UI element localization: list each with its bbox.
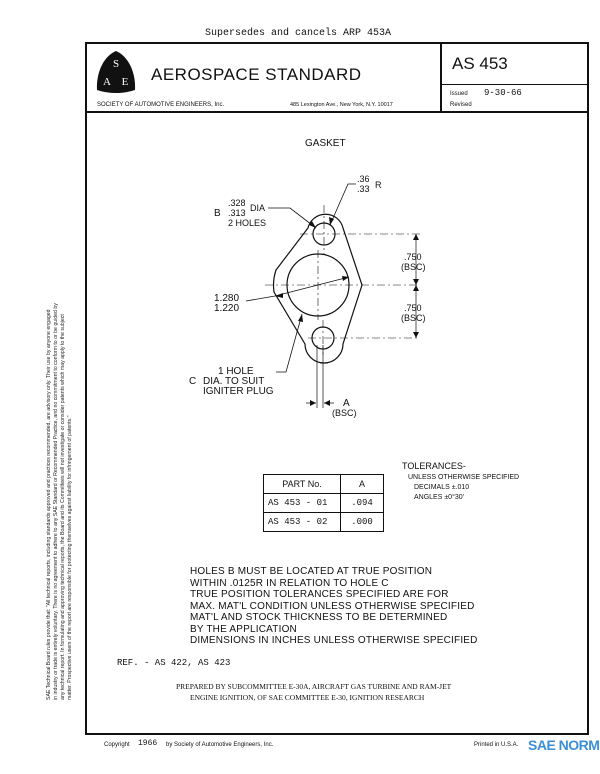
note-line: MAX. MAT'L CONDITION UNLESS OTHERWISE SP… — [190, 600, 475, 612]
header-divider-docnum — [440, 84, 589, 85]
hole-c-count: 1 HOLE — [218, 366, 254, 377]
copyright-holder: by Society of Automotive Engineers, Inc. — [166, 742, 274, 748]
table-row: AS 453 - 01 .094 — [263, 493, 384, 513]
copyright-label: Copyright — [104, 742, 130, 748]
hole-b-count: 2 HOLES — [228, 218, 267, 228]
prepared-by-line2: ENGINE IGNITION, OF SAE COMMITTEE E-30, … — [190, 693, 425, 702]
offset-a-label: A — [343, 398, 350, 409]
disclaimer-line: in industry or trade is entirely volunta… — [53, 303, 59, 700]
hole-c-dia: DIA. TO SUIT — [203, 376, 265, 387]
document-frame — [85, 42, 589, 735]
tolerances-decimals: DECIMALS ±.010 — [414, 484, 470, 491]
header-divider-vertical — [440, 42, 442, 112]
copyright-year: 1966 — [138, 739, 158, 748]
spacing-2-value: .750 — [404, 303, 422, 313]
sae-norm-watermark: SAE NORM — [528, 737, 600, 753]
hole-b-dia-top: .328 — [228, 198, 246, 208]
tolerances-title: TOLERANCES- — [402, 461, 466, 471]
society-name: SOCIETY OF AUTOMOTIVE ENGINEERS, Inc. — [97, 102, 225, 108]
part-a-value: .000 — [340, 512, 384, 532]
printed-in: Printed in U.S.A. — [474, 742, 519, 748]
note-line: TRUE POSITION TOLERANCES SPECIFIED ARE F… — [190, 589, 449, 600]
revised-label: Revised — [450, 102, 472, 108]
hole-c-letter: C — [189, 376, 197, 387]
svg-text:S: S — [113, 58, 119, 70]
disclaimer-line: SAE Technical Board rules provide that: … — [46, 309, 52, 700]
disclaimer-line: matter. Prospective users of the report … — [67, 415, 73, 700]
drawing-title: GASKET — [305, 138, 346, 149]
header-divider-horizontal — [85, 111, 589, 113]
center-dia-bottom: 1.220 — [214, 303, 240, 314]
notes-block: HOLES B MUST BE LOCATED AT TRUE POSITION… — [190, 566, 478, 647]
society-address: 485 Lexington Ave., New York, N.Y. 10017 — [290, 102, 393, 108]
part-number: AS 453 - 02 — [263, 512, 341, 532]
spacing-2-note: (BSC) — [401, 313, 426, 323]
offset-a-note: (BSC) — [332, 408, 357, 418]
supersedes-note: Supersedes and cancels ARP 453A — [205, 28, 392, 39]
issued-date: 9-30-66 — [484, 88, 522, 98]
header-a: A — [340, 474, 384, 494]
header-part-no: PART No. — [263, 474, 341, 494]
spacing-1-note: (BSC) — [401, 262, 426, 272]
hole-c-purpose: IGNITER PLUG — [203, 386, 274, 397]
parts-table: PART No. A AS 453 - 01 .094 AS 453 - 02 … — [263, 474, 384, 532]
svg-text:E: E — [122, 76, 129, 88]
issued-label: Issued — [450, 91, 468, 97]
part-a-value: .094 — [340, 493, 384, 513]
note-line: HOLES B MUST BE LOCATED AT TRUE POSITION — [190, 566, 433, 577]
doc-number: AS 453 — [452, 54, 508, 73]
side-disclaimer: SAE Technical Board rules provide that: … — [46, 140, 74, 700]
note-line: WITHIN .0125R IN RELATION TO HOLE C — [190, 577, 389, 589]
spacing-1-value: .750 — [404, 252, 422, 262]
table-row: AS 453 - 02 .000 — [263, 512, 384, 532]
svg-text:A: A — [103, 76, 111, 88]
disclaimer-line: any technical report. In formulating and… — [60, 314, 66, 700]
hole-b-letter: B — [214, 208, 221, 219]
hole-b-dia-suffix: DIA — [250, 203, 266, 213]
note-line: DIMENSIONS IN INCHES UNLESS OTHERWISE SP… — [190, 635, 478, 646]
hole-b-dia-bottom: .313 — [228, 208, 246, 218]
part-number: AS 453 - 01 — [263, 493, 341, 513]
radius-suffix: R — [375, 180, 382, 190]
reference-line: REF. - AS 422, AS 423 — [117, 658, 231, 668]
radius-bottom: .33 — [357, 184, 370, 194]
center-dia-top: 1.280 — [214, 293, 240, 304]
radius-top: .36 — [357, 174, 370, 184]
parts-table-header: PART No. A — [263, 474, 384, 494]
tolerances-angles: ANGLES ±0°30' — [414, 494, 465, 501]
note-line: BY THE APPLICATION — [190, 623, 297, 635]
header-title: AEROSPACE STANDARD — [151, 65, 362, 84]
prepared-by-line1: PREPARED BY SUBCOMMITTEE E-30A, AIRCRAFT… — [176, 682, 452, 691]
tolerances-line1: UNLESS OTHERWISE SPECIFIED — [408, 474, 520, 481]
note-line: MAT'L AND STOCK THICKNESS TO BE DETERMIN… — [190, 612, 448, 623]
sae-logo-icon: S A E — [96, 51, 136, 93]
